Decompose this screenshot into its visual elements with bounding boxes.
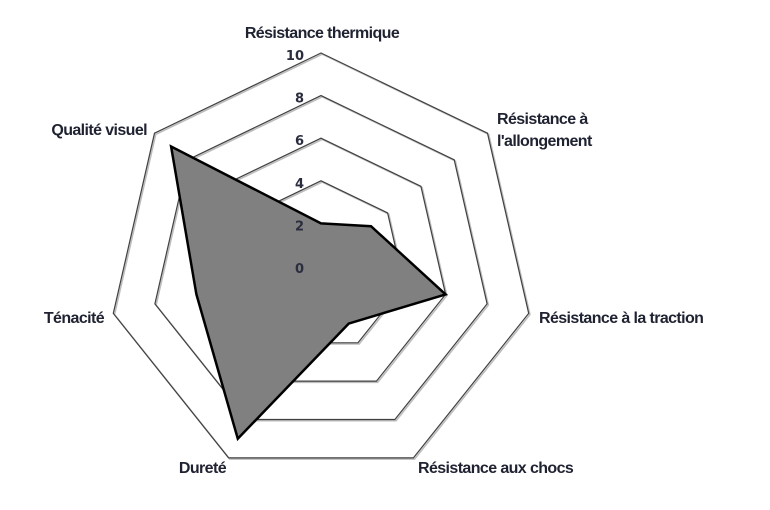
axis-label-0: Résistance thermique [245, 25, 400, 42]
grid-ring-shadow [113, 53, 531, 460]
radar-grid [112, 52, 531, 460]
tick-label: 10 [286, 49, 304, 64]
grid-ring-10 [112, 52, 530, 459]
axis-label-6: Qualité visuel [51, 122, 147, 139]
tick-label: 8 [295, 92, 304, 107]
axis-label-3: Résistance aux chocs [418, 460, 574, 477]
axis-label-5: Ténacité [44, 310, 105, 327]
tick-label: 0 [295, 262, 304, 277]
axis-label-4: Dureté [179, 460, 227, 477]
tick-label: 6 [295, 134, 304, 149]
axis-label-2: Résistance à la traction [539, 310, 703, 327]
series-area [169, 144, 449, 442]
radar-series [169, 144, 449, 442]
tick-label: 4 [295, 177, 304, 192]
radial-tick-labels: 0 2 4 6 8 10 [286, 49, 304, 277]
tick-label: 2 [295, 219, 304, 234]
